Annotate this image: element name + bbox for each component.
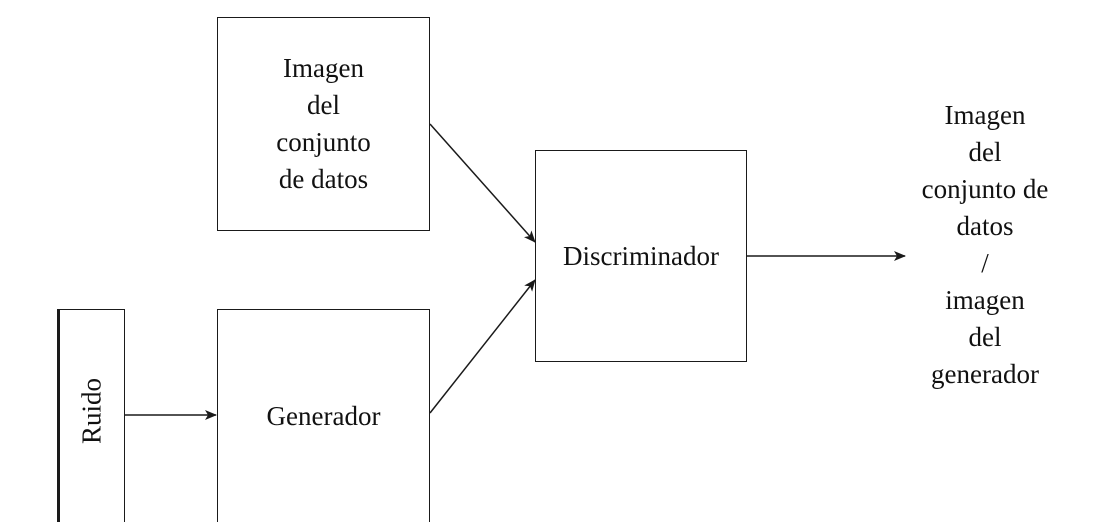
dataset-image-box: Imagen del conjunto de datos (217, 17, 430, 231)
noise-box: Ruido (57, 309, 125, 522)
noise-label: Ruido (76, 377, 107, 445)
discriminator-label: Discriminador (563, 240, 719, 271)
arrow-dataset-to-discriminator (429, 123, 536, 243)
dataset-image-label: Imagen del conjunto de datos (276, 53, 371, 194)
generator-box: Generador (217, 309, 430, 522)
output-label: Imagen del conjunto de datos / imagen de… (921, 100, 1049, 389)
arrow-generator-to-discriminator (429, 279, 536, 414)
generator-label: Generador (266, 400, 381, 431)
discriminator-box: Discriminador (535, 150, 747, 362)
